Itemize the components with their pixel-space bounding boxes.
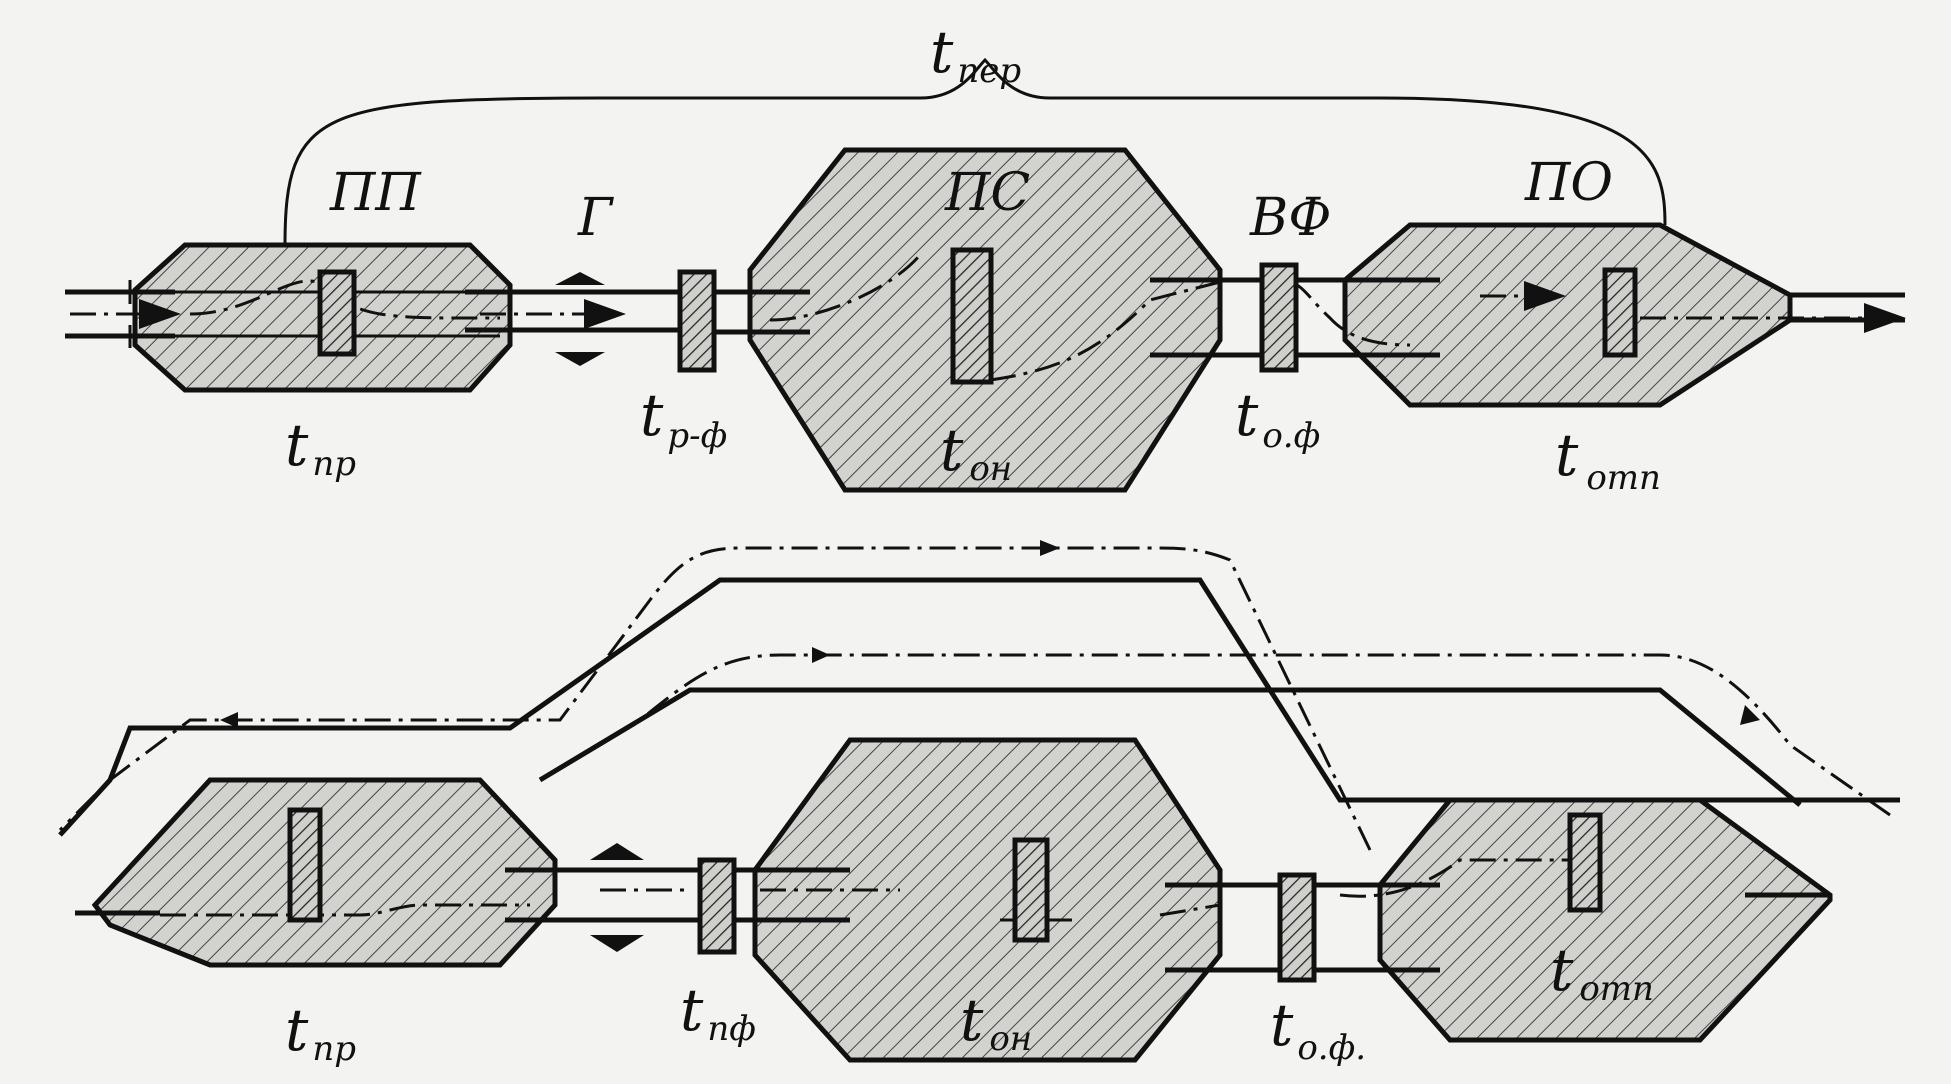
flow-bottom-po	[1339, 858, 1600, 898]
return-track-2	[538, 687, 1802, 807]
flow-vf-top	[1289, 282, 1411, 347]
hump-marker-up-bottom	[590, 843, 644, 860]
pp-block-bottom	[287, 807, 323, 923]
vf-block-bottom	[1277, 872, 1317, 983]
pp-hump-block	[317, 269, 357, 357]
label-po: ПО	[1524, 153, 1613, 213]
return-flow-1	[58, 546, 1372, 851]
t-per-brace	[283, 57, 1667, 246]
vf-block	[1259, 262, 1299, 373]
label-pp: ПП	[329, 163, 422, 223]
rf-block	[677, 269, 717, 373]
hump-marker-down	[555, 352, 605, 366]
return-arrow-3	[220, 712, 238, 728]
po-block	[1602, 267, 1638, 358]
hump-marker-down-bottom	[590, 935, 644, 952]
flow-bottom-main	[160, 888, 1221, 922]
pf-block-bottom	[697, 857, 737, 955]
flow-ps-top	[769, 254, 1221, 382]
yard-receiving-pp-bottom	[91, 777, 558, 968]
return-arrow-1	[1040, 540, 1060, 556]
label-g: Г	[577, 188, 614, 248]
return-arrow-2	[812, 647, 830, 663]
yard-sorting-ps-bottom	[752, 737, 1223, 1063]
return-track-1	[58, 577, 1900, 837]
return-flow-2	[639, 653, 1891, 817]
label-ps: ПС	[944, 163, 1030, 223]
po-block-bottom	[1567, 812, 1603, 913]
yard-departure-po	[1342, 222, 1793, 408]
label-vf: ВФ	[1249, 188, 1331, 248]
ps-block	[950, 247, 994, 385]
return-arrow-4	[1740, 705, 1760, 725]
ps-block-bottom	[1012, 837, 1050, 943]
hump-marker-up	[555, 272, 605, 285]
